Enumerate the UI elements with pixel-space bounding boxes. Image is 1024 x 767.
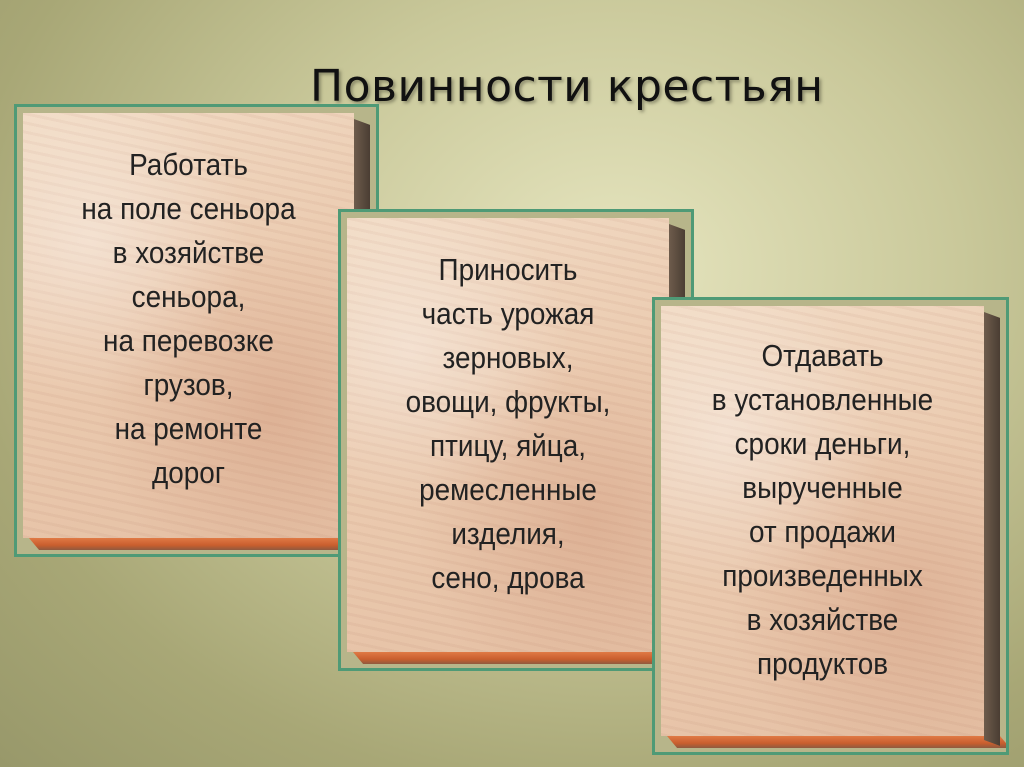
card-line: в хозяйстве	[112, 235, 265, 270]
card-work: Работать на поле сеньора в хозяйстве сен…	[14, 104, 379, 557]
card-line: в установленные	[711, 382, 934, 417]
card-line: в хозяйстве	[746, 602, 899, 637]
card-text: Отдавать в установленные сроки деньги, в…	[677, 306, 968, 736]
stone-tablet	[661, 306, 984, 736]
card-line: произведенных	[722, 558, 923, 593]
card-line: изделия,	[451, 516, 565, 551]
card-line: грузов,	[143, 367, 234, 402]
card-line: овощи, фрукты,	[405, 384, 611, 419]
card-line: ремесленные	[419, 472, 597, 507]
stone-tablet	[23, 113, 354, 538]
card-line: на ремонте	[114, 411, 263, 446]
card-line: вырученные	[742, 470, 903, 505]
card-line: на перевозке	[103, 323, 274, 358]
card-pay: Отдавать в установленные сроки деньги, в…	[652, 297, 1009, 755]
card-line: на поле сеньора	[81, 191, 296, 226]
card-line: птицу, яйца,	[429, 428, 587, 463]
card-text: Работать на поле сеньора в хозяйстве сен…	[40, 113, 338, 538]
card-line: зерновых,	[442, 340, 574, 375]
card-line: сено, дрова	[431, 560, 585, 595]
card-line: Приносить	[438, 252, 578, 287]
card-line: Работать	[129, 147, 248, 182]
card-line: дорог	[151, 455, 226, 490]
card-line: Отдавать	[761, 338, 884, 373]
card-line: сеньора,	[131, 279, 246, 314]
card-text: Приносить часть урожая зерновых, овощи, …	[363, 218, 653, 652]
card-line: от продажи	[748, 514, 897, 549]
card-bring: Приносить часть урожая зерновых, овощи, …	[338, 209, 694, 671]
card-line: продуктов	[756, 646, 889, 681]
slide-title: Повинности крестьян	[310, 61, 824, 113]
stone-tablet	[347, 218, 669, 652]
card-line: часть урожая	[421, 296, 595, 331]
card-line: сроки деньги,	[734, 426, 911, 461]
